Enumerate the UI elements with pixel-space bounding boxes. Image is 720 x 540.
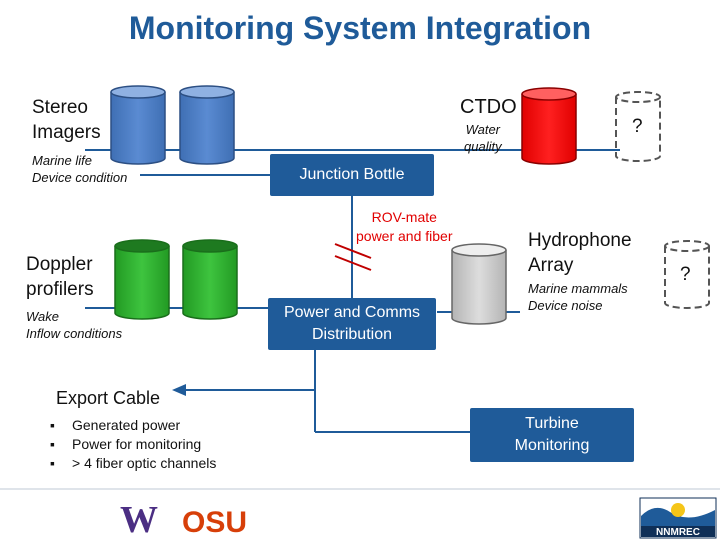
rov-line2: power and fiber (356, 228, 453, 244)
hydrophone-title: Hydrophone Array (528, 228, 632, 278)
doppler-title-line1: Doppler (26, 254, 93, 275)
export-cable-title: Export Cable (56, 388, 161, 408)
doppler-sub-line2: Inflow conditions (26, 326, 123, 341)
hydrophone-cylinder (451, 243, 507, 325)
list-item: > 4 fiber optic channels (50, 454, 216, 473)
rov-line1: ROV-mate (371, 209, 437, 225)
hydrophone-sub-line1: Marine mammals (528, 281, 628, 296)
doppler-profilers-title: Doppler profilers (26, 252, 94, 302)
doppler-sub-line1: Wake (26, 309, 59, 324)
export-cable-list: Generated power Power for monitoring > 4… (50, 416, 216, 473)
turbine-monitoring-box: Turbine Monitoring (470, 408, 634, 462)
ctdo-title: CTDO (460, 96, 517, 118)
stereo-title-line1: Stereo (32, 97, 88, 118)
power-line2: Distribution (311, 326, 392, 343)
hydrophone-subtitle: Marine mammals Device noise (528, 280, 628, 314)
rov-break-marks (334, 243, 372, 271)
stereo-cylinder-2 (179, 85, 235, 165)
ctdo-cylinder (521, 87, 577, 165)
turbine-line1: Turbine (525, 415, 579, 432)
rov-mate-label: ROV-mate power and fiber (356, 208, 453, 246)
list-item: Generated power (50, 416, 216, 435)
power-comms-distribution-box: Power and Comms Distribution (268, 298, 436, 350)
stereo-title-line2: Imagers (32, 122, 101, 143)
doppler-cylinder-2 (182, 239, 238, 320)
stereo-imagers-title: Stereo Imagers (32, 95, 101, 145)
doppler-cylinder-1 (114, 239, 170, 320)
stereo-sub-line2: Device condition (32, 170, 128, 185)
ctdo-subtitle: Water quality (464, 121, 502, 155)
unknown-top-label: ? (632, 116, 643, 137)
stereo-sub-line1: Marine life (32, 153, 92, 168)
uw-logo: W (120, 499, 158, 540)
osu-logo: OSU (182, 506, 247, 539)
nnmrec-logo-text: NNMREC (656, 527, 700, 538)
hydrophone-title-line2: Array (528, 255, 574, 276)
ctdo-sub-line1: Water (465, 122, 500, 137)
hydrophone-sub-line2: Device noise (528, 298, 603, 313)
power-line1: Power and Comms (283, 304, 421, 321)
stereo-imagers-subtitle: Marine life Device condition (32, 152, 127, 186)
unknown-right-cylinder (664, 240, 710, 309)
doppler-title-line2: profilers (26, 279, 94, 300)
junction-bottle-box: Junction Bottle (270, 154, 434, 196)
hydrophone-title-line1: Hydrophone (528, 230, 632, 251)
doppler-profilers-subtitle: Wake Inflow conditions (26, 308, 122, 342)
export-arrowhead (172, 384, 186, 396)
footer-bar: W OSU NNMREC (0, 488, 720, 540)
turbine-line2: Monitoring (514, 437, 590, 454)
unknown-top-cylinder (615, 91, 661, 162)
ctdo-sub-line2: quality (464, 139, 502, 154)
unknown-right-label: ? (680, 264, 691, 285)
list-item: Power for monitoring (50, 435, 216, 454)
stereo-cylinder-1 (110, 85, 166, 165)
nnmrec-logo: NNMREC (639, 497, 717, 539)
page-title: Monitoring System Integration (128, 10, 592, 46)
